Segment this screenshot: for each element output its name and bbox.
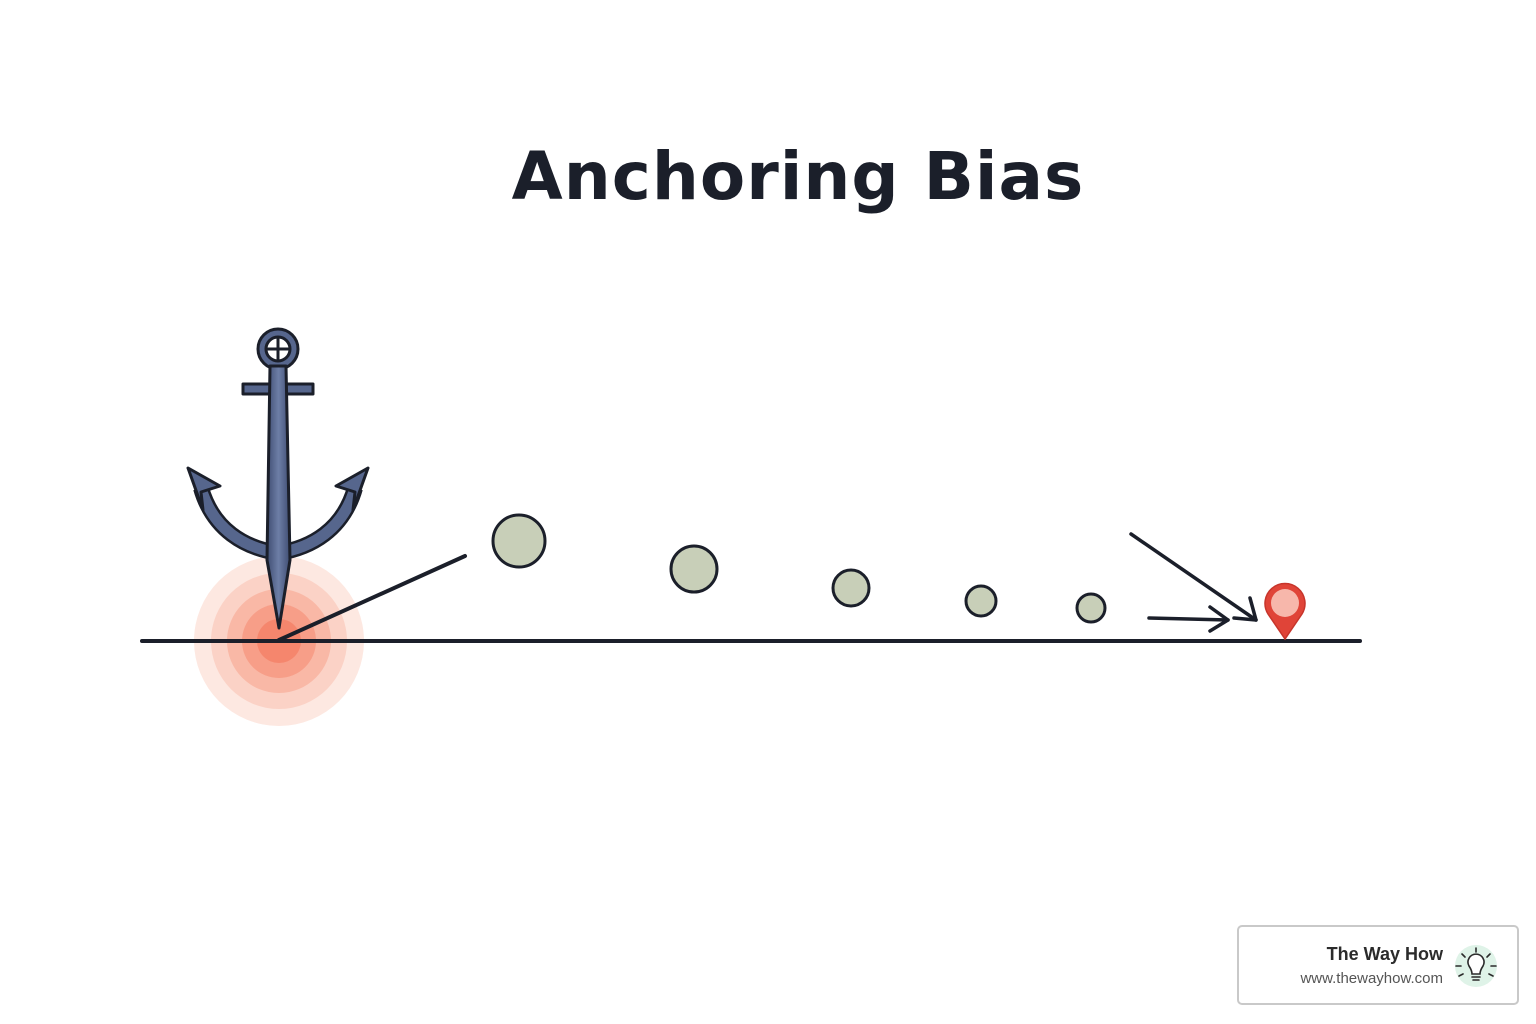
estimate-dot <box>491 513 547 569</box>
lightbulb-icon <box>1455 945 1497 987</box>
adjustment-line <box>277 554 467 642</box>
anchor-icon <box>186 327 370 630</box>
page-title: Anchoring Bias <box>511 138 1085 215</box>
arrow-icon <box>1147 605 1230 633</box>
brand-card[interactable]: The Way How www.thewayhow.com <box>1237 925 1519 1005</box>
brand-url[interactable]: www.thewayhow.com <box>1300 970 1443 987</box>
estimate-dot <box>964 584 998 618</box>
estimate-dot <box>669 544 719 594</box>
target-pin-icon <box>1264 582 1306 641</box>
brand-name: The Way How <box>1326 944 1443 964</box>
estimate-dot <box>1075 592 1107 624</box>
estimate-dot <box>831 568 871 608</box>
arrow-icon <box>1129 532 1258 622</box>
